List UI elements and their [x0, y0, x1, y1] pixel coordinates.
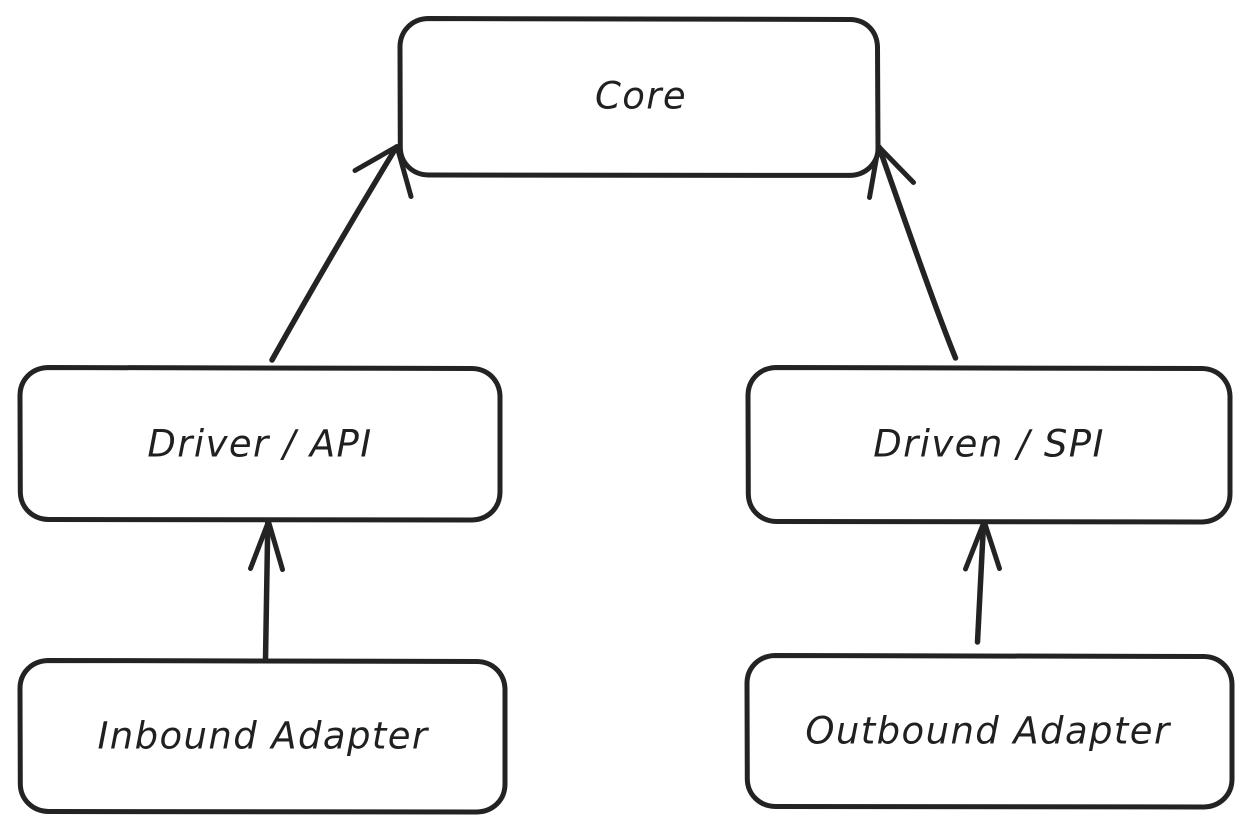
edge-inbound-to-driver: [248, 519, 285, 663]
node-core[interactable]: Core: [397, 16, 881, 178]
edge-driver-to-core: [269, 144, 414, 363]
outbound-adapter-box[interactable]: [744, 653, 1235, 810]
core-box[interactable]: [397, 16, 881, 178]
edge-outbound-to-driven: [963, 519, 1002, 645]
node-driven-spi[interactable]: Driven / SPI: [745, 365, 1233, 525]
driven-spi-label: Driven / SPI: [873, 423, 1105, 466]
inbound-adapter-box[interactable]: [17, 658, 508, 815]
node-inbound-adapter[interactable]: Inbound Adapter: [17, 658, 508, 815]
driver-api-box[interactable]: [17, 365, 503, 523]
edge-driven-to-core: [867, 144, 959, 361]
outbound-adapter-label: Outbound Adapter: [805, 710, 1172, 753]
node-driver-api[interactable]: Driver / API: [17, 365, 503, 523]
inbound-adapter-label: Inbound Adapter: [97, 715, 429, 758]
core-label: Core: [595, 75, 687, 118]
driver-api-label: Driver / API: [147, 423, 372, 466]
driven-spi-box[interactable]: [745, 365, 1233, 525]
node-outbound-adapter[interactable]: Outbound Adapter: [744, 653, 1235, 810]
